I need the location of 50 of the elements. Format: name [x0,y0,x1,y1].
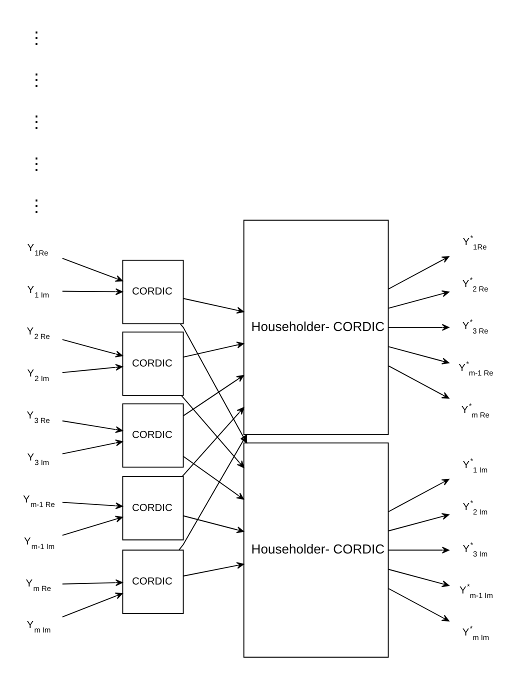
arrow [62,440,123,454]
arrow [183,298,244,314]
node-text: Y$_{3 Im}$ [27,452,50,467]
arrow [183,342,244,358]
node-text: Y$_{1 Im}$ [27,284,50,300]
node-box: CORDIC [122,476,184,540]
node-box: Householder- CORDIC [243,220,389,436]
node-box: CORDIC [122,550,184,614]
label: ⋮ [28,154,46,174]
arrow [388,568,450,588]
arrow [62,516,123,536]
arrow [388,478,450,512]
node-box: CORDIC [122,332,184,396]
arrow [388,290,450,309]
node-box: CORDIC [122,403,184,468]
arrow [388,324,450,331]
arrow [62,502,123,510]
arrow [62,592,123,618]
arrow [388,546,450,554]
arrow [62,420,123,433]
arrow [388,588,450,622]
arrow [388,513,450,532]
label: ⋮ [28,28,46,48]
label: ⋮ [28,70,46,90]
arrow [62,258,123,282]
arrow [388,365,450,399]
node-text: Y$_{2 Im}$ [27,368,50,384]
arrow [388,346,450,364]
arrow [62,579,123,586]
arrow [62,288,123,296]
node-text: Y$_{m-1 Im}$ [24,536,55,551]
node-text: Y$_{3 Re}$ [26,410,50,426]
node-box: Householder- CORDIC [243,442,389,658]
node-box: CORDIC [122,260,184,324]
node-text: Y$_{m Re}$ [26,578,52,593]
label: ⋮ [28,112,46,132]
node-text: Y$_{m Im}$ [26,620,51,635]
arrow [183,562,244,576]
label: ⋮ [28,196,46,216]
arrow [62,339,123,358]
node-text: Y$_{1Re}$ [27,242,48,258]
node-text: Y$_{2 Re}$ [26,326,50,342]
arrow [388,256,450,290]
arrow [183,374,244,416]
arrow [62,364,123,373]
node-text: Y$_{m-1 Re}$ [23,494,55,509]
arrow [181,395,244,468]
arrow [183,515,244,534]
arrow [182,407,244,477]
arrow [183,456,244,500]
